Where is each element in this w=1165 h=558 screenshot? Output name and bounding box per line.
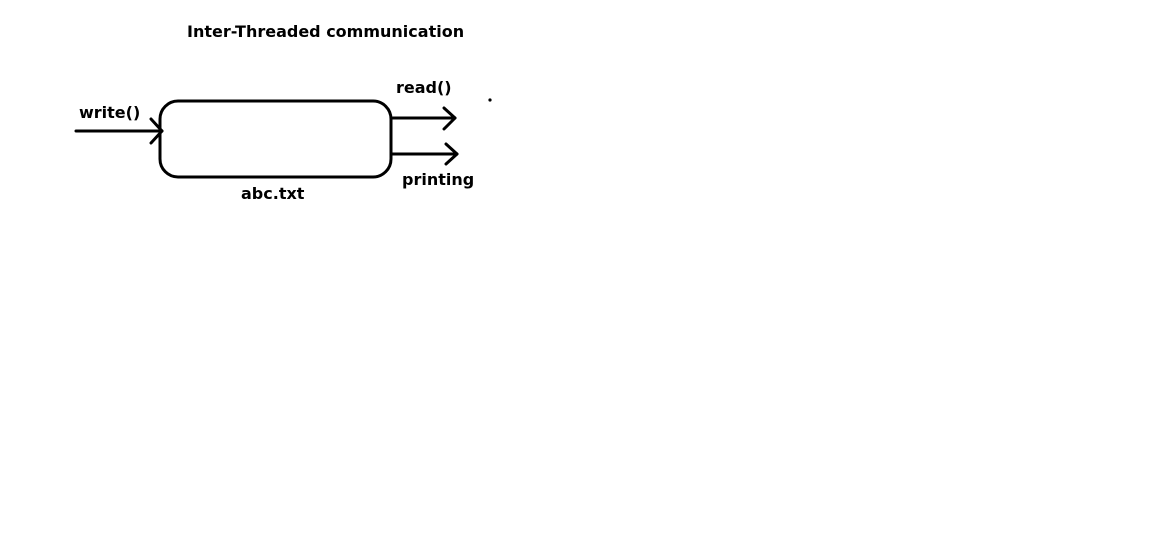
file-box	[158, 99, 393, 179]
printing-arrow	[389, 142, 459, 166]
write-label: write()	[79, 103, 141, 122]
read-arrow	[389, 106, 457, 131]
file-label: abc.txt	[241, 184, 305, 203]
printing-label: printing	[402, 170, 475, 189]
diagram-title: Inter-Threaded communication	[187, 22, 465, 41]
write-arrow	[74, 117, 164, 145]
stray-dot	[488, 98, 492, 102]
read-label: read()	[396, 78, 452, 97]
